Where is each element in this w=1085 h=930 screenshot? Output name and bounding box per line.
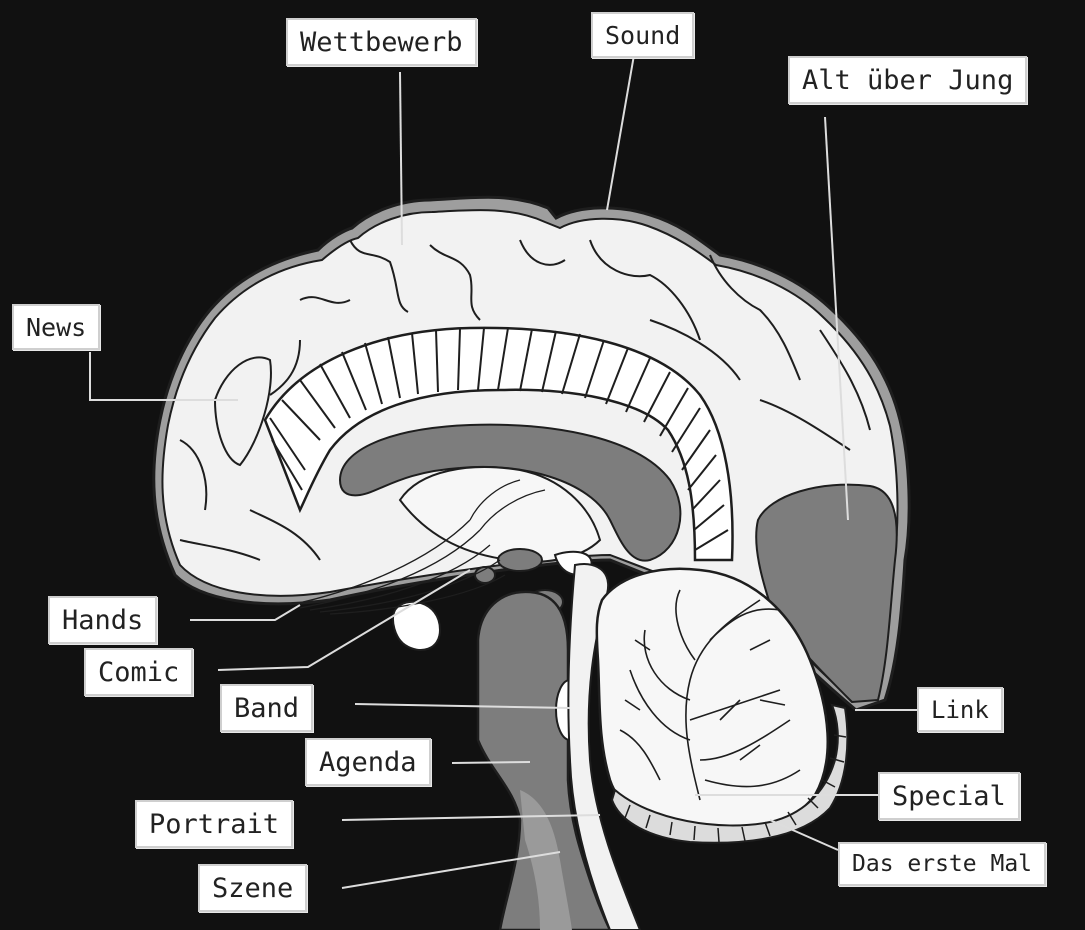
label-agenda: Agenda bbox=[305, 738, 431, 786]
label-portrait: Portrait bbox=[135, 800, 293, 848]
label-szene: Szene bbox=[198, 864, 307, 912]
label-das-erste-mal: Das erste Mal bbox=[838, 842, 1046, 886]
label-wettbewerb: Wettbewerb bbox=[286, 18, 477, 66]
pituitary bbox=[393, 602, 440, 650]
label-news: News bbox=[12, 304, 100, 350]
label-link: Link bbox=[917, 687, 1003, 732]
label-hands: Hands bbox=[48, 596, 157, 644]
label-sound: Sound bbox=[591, 12, 694, 58]
label-special: Special bbox=[878, 772, 1020, 820]
label-comic: Comic bbox=[84, 648, 193, 696]
dark-nucleus-1 bbox=[498, 549, 542, 571]
label-band: Band bbox=[220, 684, 313, 732]
label-alt-ueber-jung: Alt über Jung bbox=[788, 56, 1027, 104]
